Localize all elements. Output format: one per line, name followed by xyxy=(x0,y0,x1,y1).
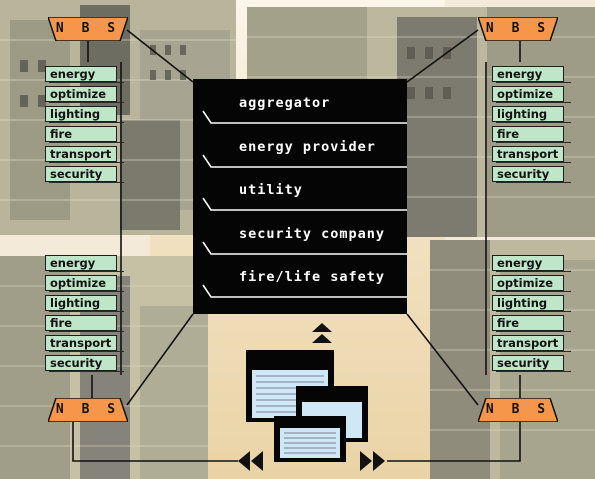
panel-row-fire-life-safety: fire/life safety xyxy=(193,263,407,307)
provider-panel: aggregator energy provider utility secur… xyxy=(193,79,407,314)
service-item: lighting xyxy=(492,294,572,314)
nbs-badge-bottom-right: N B S xyxy=(478,398,558,422)
service-item: optimize xyxy=(492,85,572,105)
double-right-arrow-icon xyxy=(360,451,385,471)
nbs-label: N B S xyxy=(485,402,551,417)
nbs-badge-top-right: N B S xyxy=(478,17,558,41)
service-item: security xyxy=(492,354,572,374)
service-item: optimize xyxy=(492,274,572,294)
service-item: transport xyxy=(492,145,572,165)
service-item: lighting xyxy=(45,294,125,314)
panel-row-security-company: security company xyxy=(193,220,407,264)
nbs-badge-bottom-left: N B S xyxy=(48,398,128,422)
nbs-badge-top-left: N B S xyxy=(48,17,128,41)
service-item: lighting xyxy=(492,105,572,125)
service-item: transport xyxy=(45,334,125,354)
service-item: energy xyxy=(45,254,125,274)
double-up-arrow-icon xyxy=(312,323,332,343)
service-item: fire xyxy=(492,125,572,145)
service-item: fire xyxy=(492,314,572,334)
service-item: energy xyxy=(492,254,572,274)
service-list-bottom-left: energy optimize lighting fire transport … xyxy=(45,254,125,374)
service-item: optimize xyxy=(45,85,125,105)
service-item: fire xyxy=(45,125,125,145)
service-item: security xyxy=(492,165,572,185)
nbs-label: N B S xyxy=(55,402,121,417)
service-list-top-left: energy optimize lighting fire transport … xyxy=(45,65,125,185)
panel-row-energy-provider: energy provider xyxy=(193,133,407,177)
service-item: fire xyxy=(45,314,125,334)
double-left-arrow-icon xyxy=(238,451,263,471)
service-item: security xyxy=(45,165,125,185)
service-item: optimize xyxy=(45,274,125,294)
nbs-label: N B S xyxy=(55,21,121,36)
nbs-label: N B S xyxy=(485,21,551,36)
service-item: lighting xyxy=(45,105,125,125)
panel-row-aggregator: aggregator xyxy=(193,89,407,133)
service-item: transport xyxy=(45,145,125,165)
service-item: energy xyxy=(45,65,125,85)
service-item: energy xyxy=(492,65,572,85)
service-item: transport xyxy=(492,334,572,354)
service-list-top-right: energy optimize lighting fire transport … xyxy=(492,65,572,185)
service-list-bottom-right: energy optimize lighting fire transport … xyxy=(492,254,572,374)
software-windows-icon xyxy=(246,350,368,462)
panel-row-utility: utility xyxy=(193,176,407,220)
service-item: security xyxy=(45,354,125,374)
